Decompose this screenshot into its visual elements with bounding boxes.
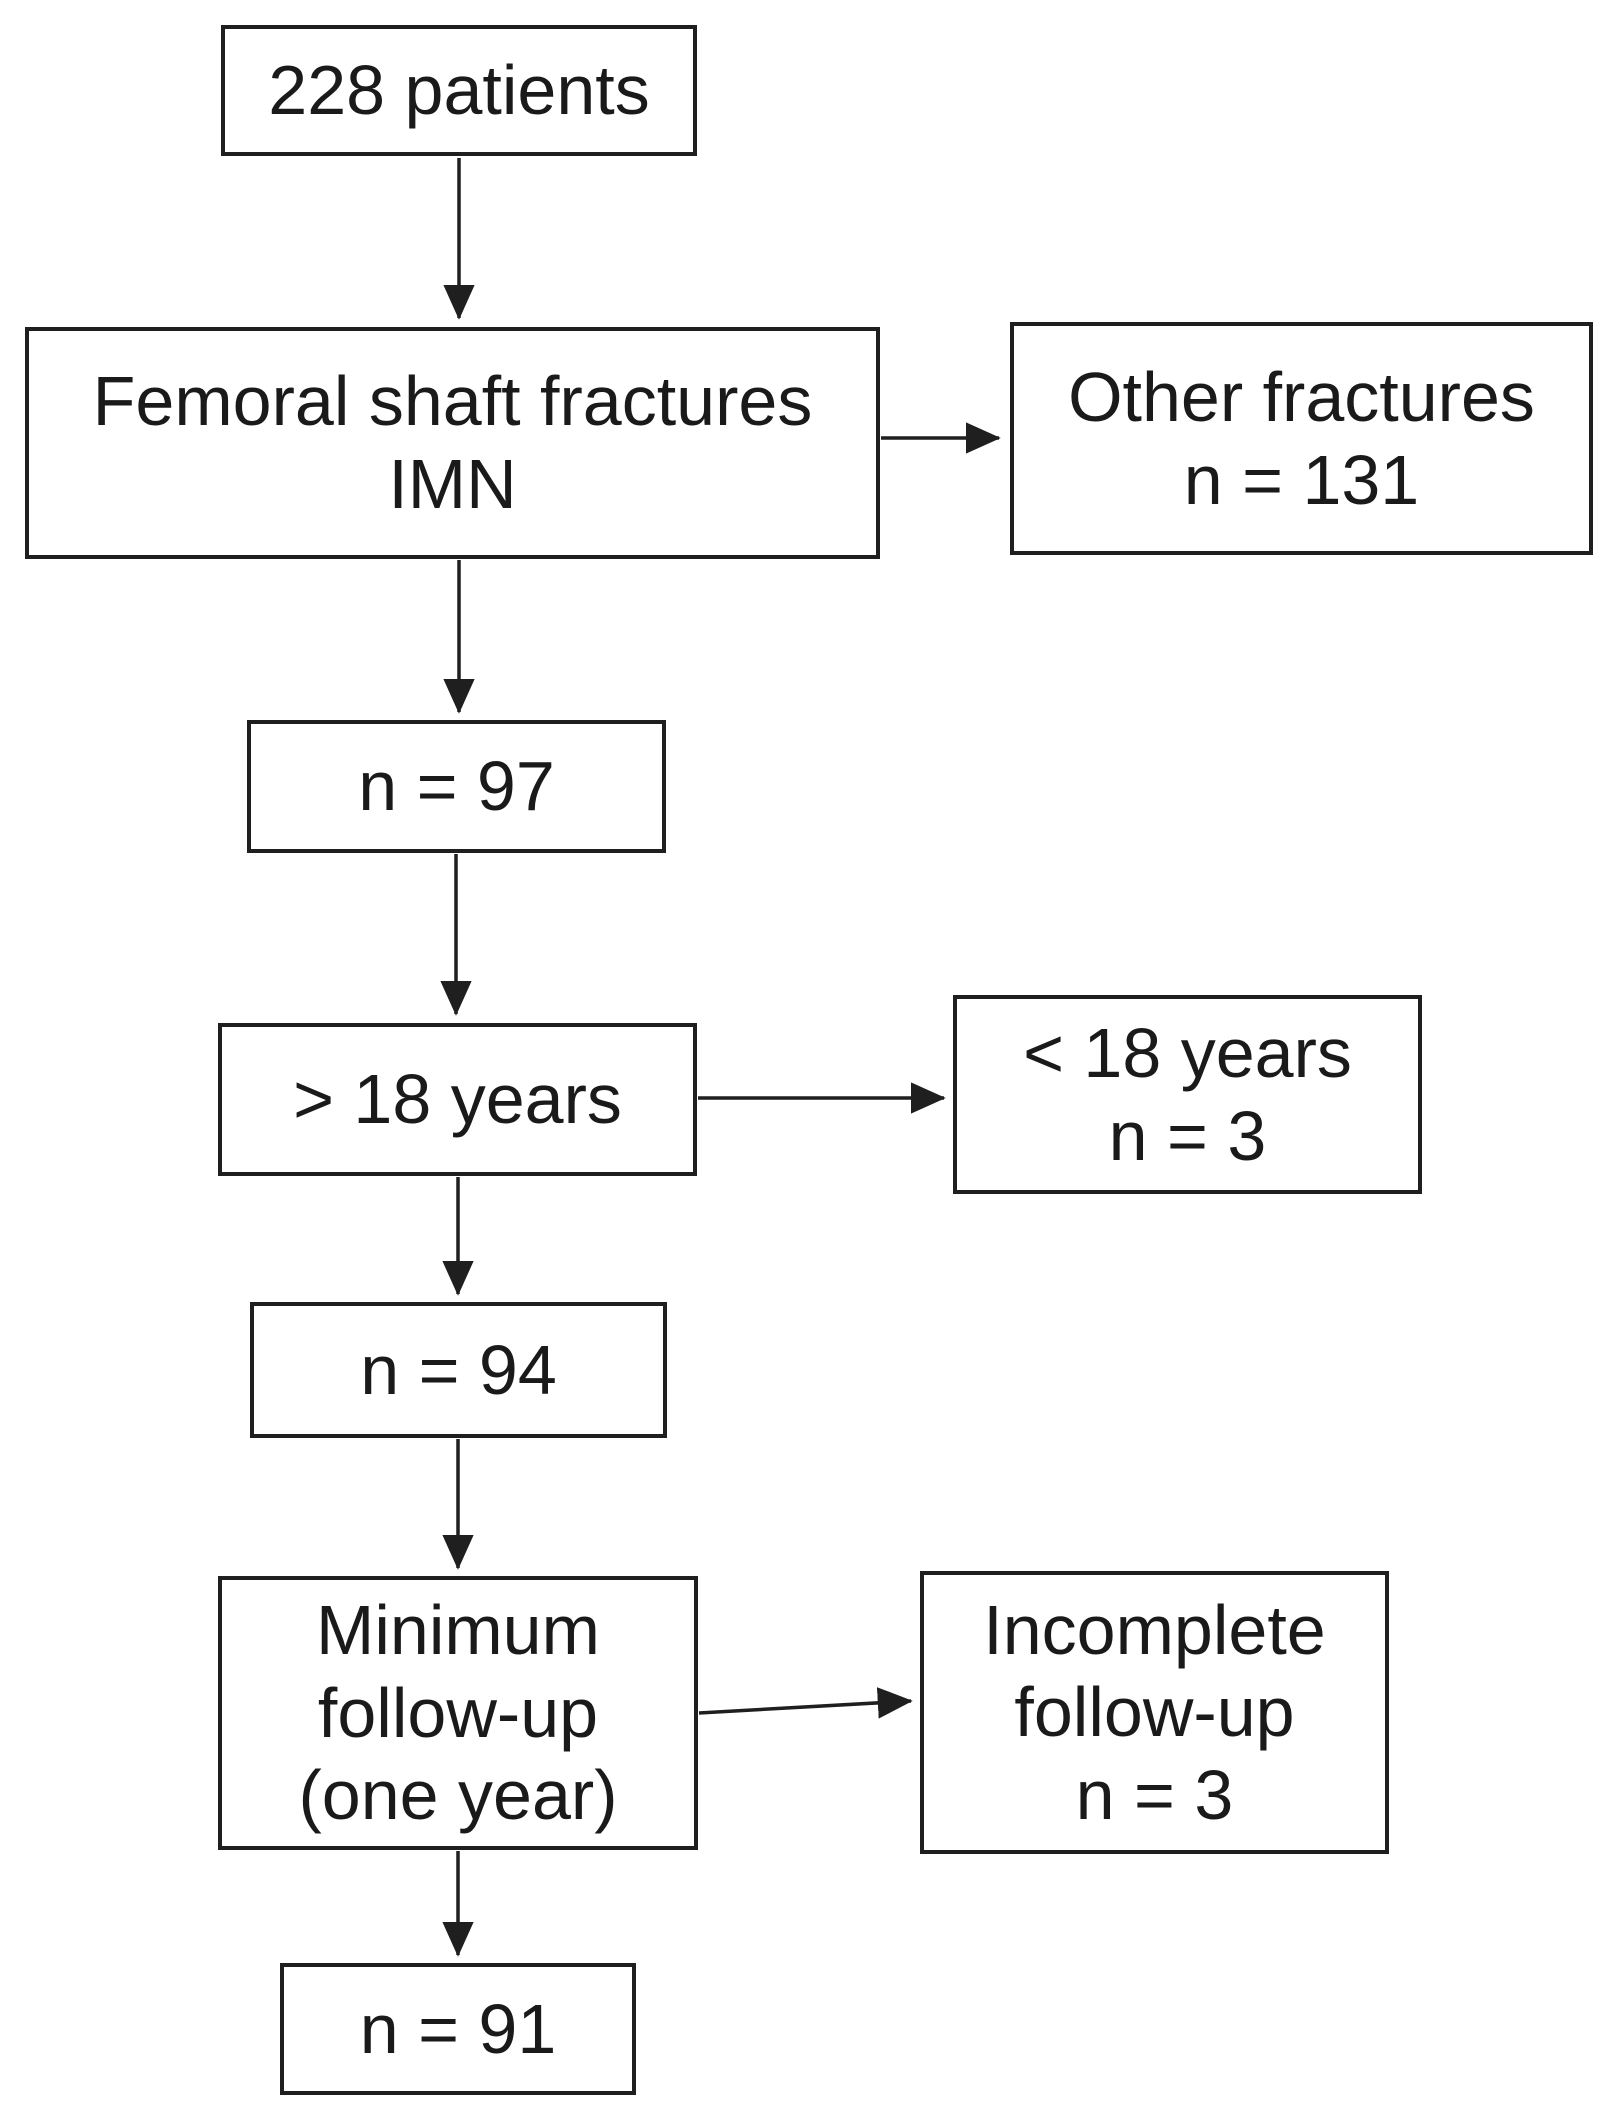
node-other-fractures-label: Other fractures n = 131 xyxy=(1068,357,1535,519)
node-other-fractures: Other fractures n = 131 xyxy=(1010,322,1593,555)
node-under-18-years: < 18 years n = 3 xyxy=(953,995,1422,1194)
node-over-18-years-label: > 18 years xyxy=(293,1060,622,1139)
node-228-patients: 228 patients xyxy=(221,25,697,156)
node-incomplete-follow-up: Incomplete follow-up n = 3 xyxy=(920,1571,1389,1854)
node-n-97-label: n = 97 xyxy=(358,747,555,826)
node-femoral-shaft-fractures-imn: Femoral shaft fractures IMN xyxy=(25,327,880,559)
node-228-patients-label: 228 patients xyxy=(268,51,650,130)
node-femoral-shaft-fractures-imn-label: Femoral shaft fractures IMN xyxy=(92,362,813,523)
node-n-94: n = 94 xyxy=(250,1302,667,1438)
arrow-followup-to-incomplete xyxy=(698,1687,913,1719)
node-under-18-years-label: < 18 years n = 3 xyxy=(1023,1013,1352,1175)
node-n-91: n = 91 xyxy=(280,1963,636,2095)
node-minimum-follow-up-label: Minimum follow-up (one year) xyxy=(298,1591,618,1835)
node-n-91-label: n = 91 xyxy=(359,1989,557,2068)
node-n-94-label: n = 94 xyxy=(360,1330,557,1409)
node-minimum-follow-up: Minimum follow-up (one year) xyxy=(218,1576,698,1850)
node-n-97: n = 97 xyxy=(247,720,666,853)
node-incomplete-follow-up-label: Incomplete follow-up n = 3 xyxy=(983,1590,1326,1834)
node-over-18-years: > 18 years xyxy=(218,1023,697,1176)
